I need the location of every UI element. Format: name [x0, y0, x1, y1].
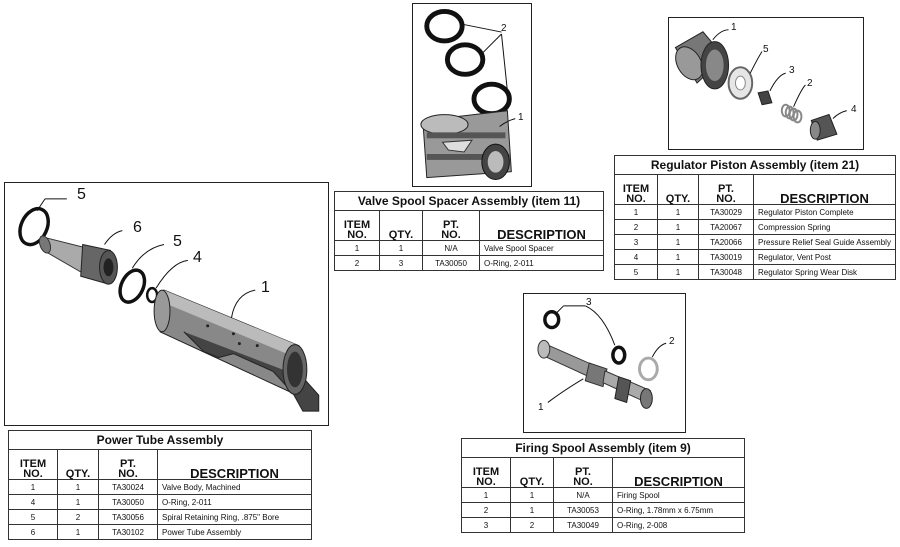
- callout-5: 5: [763, 44, 769, 55]
- callout-4: 4: [851, 104, 857, 115]
- callout-5a: 5: [77, 186, 86, 203]
- valve-spool-illustration: [420, 8, 516, 181]
- col-qty: QTY.: [510, 457, 554, 488]
- callout-3: 3: [789, 65, 795, 76]
- valve-spool-table: Valve Spool Spacer Assembly (item 11) IT…: [334, 191, 604, 271]
- col-pt: PT.NO.: [422, 210, 480, 241]
- power-tube-illustration: [18, 198, 320, 412]
- table-title: Power Tube Assembly: [8, 430, 312, 450]
- col-qty: QTY.: [657, 174, 699, 205]
- callout-1: 1: [261, 279, 270, 296]
- col-description: DESCRIPTION: [753, 174, 896, 205]
- callout-3: 3: [586, 297, 592, 308]
- callout-1: 1: [731, 22, 737, 33]
- callout-5b: 5: [173, 233, 182, 250]
- table-title: Valve Spool Spacer Assembly (item 11): [334, 191, 604, 211]
- firing-spool-illustration: [537, 305, 667, 409]
- callout-4: 4: [193, 249, 202, 266]
- table-title: Regulator Piston Assembly (item 21): [614, 155, 896, 175]
- table-title: Firing Spool Assembly (item 9): [461, 438, 745, 458]
- power-tube-drawing: 5 6 5 4 1: [4, 182, 329, 426]
- col-description: DESCRIPTION: [479, 210, 604, 241]
- col-description: DESCRIPTION: [612, 457, 745, 488]
- callout-6: 6: [133, 219, 142, 236]
- col-description: DESCRIPTION: [157, 449, 312, 480]
- regulator-piston-drawing: 1 5 3 2 4: [668, 17, 864, 150]
- callout-1: 1: [518, 112, 524, 123]
- callout-2: 2: [501, 23, 507, 34]
- col-qty: QTY.: [379, 210, 423, 241]
- col-pt: PT.NO.: [98, 449, 158, 480]
- col-pt: PT.NO.: [553, 457, 613, 488]
- regulator-piston-illustration: [674, 29, 847, 141]
- callout-1: 1: [538, 402, 544, 413]
- col-pt: PT.NO.: [698, 174, 754, 205]
- col-qty: QTY.: [57, 449, 99, 480]
- callout-2: 2: [669, 336, 675, 347]
- regulator-piston-table: Regulator Piston Assembly (item 21) ITEM…: [614, 155, 896, 280]
- callout-2: 2: [807, 78, 813, 89]
- firing-spool-drawing: 3 2 1: [523, 293, 686, 433]
- valve-spool-drawing: 2 1: [412, 3, 532, 187]
